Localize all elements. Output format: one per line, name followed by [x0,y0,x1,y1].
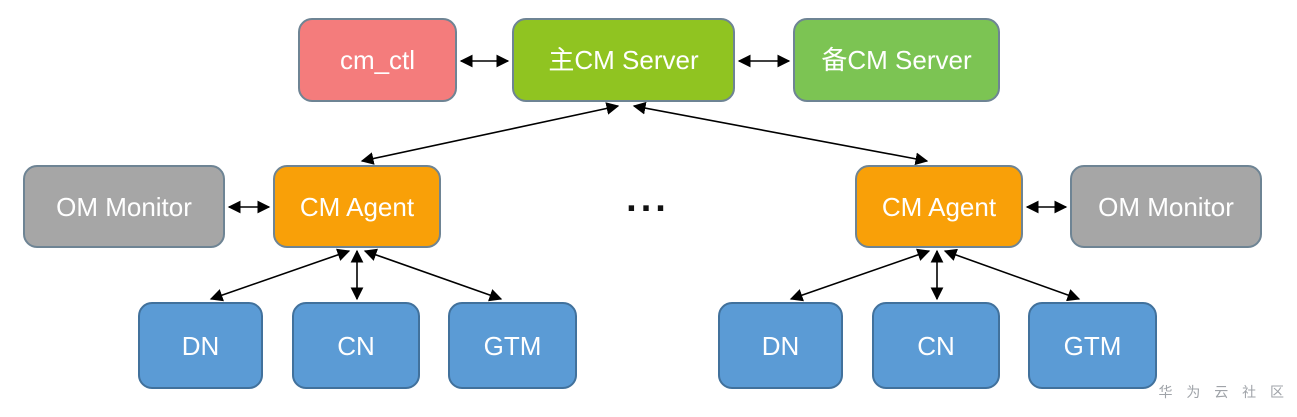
node-om-monitor-right-label: OM Monitor [1098,191,1234,222]
node-cm-ctl: cm_ctl [298,18,457,102]
arrow-agentright-gtm [943,248,1081,302]
node-cm-server-standby: 备CM Server [793,18,1000,102]
arrow-agentright-dn [789,248,931,302]
arrow-agentleft-dn [209,248,351,302]
node-cm-server-primary: 主CM Server [512,18,735,102]
arrow-agentleft-gtm [363,248,503,302]
node-om-monitor-left-label: OM Monitor [56,191,192,222]
node-cm-agent-right: CM Agent [855,165,1023,248]
node-gtm-right: GTM [1028,302,1157,389]
node-cn-right: CN [872,302,1000,389]
node-gtm-left: GTM [448,302,577,389]
node-cm-server-standby-label: 备CM Server [821,45,972,75]
node-cn-right-label: CN [917,330,955,361]
node-cn-left: CN [292,302,420,389]
node-om-monitor-left: OM Monitor [23,165,225,248]
node-cn-left-label: CN [337,330,375,361]
node-om-monitor-right: OM Monitor [1070,165,1262,248]
ellipsis-more-nodes: ... [626,178,670,220]
arrow-cmserver-agent-right [632,101,929,166]
arrow-cmserver-agent-left [360,102,620,165]
huawei-cloud-community-watermark: 华 为 云 社 区 [1158,384,1289,400]
node-cm-ctl-label: cm_ctl [339,45,416,75]
node-cm-agent-left: CM Agent [273,165,441,248]
node-dn-left: DN [138,302,263,389]
node-dn-left-label: DN [181,330,220,361]
node-cm-server-primary-label: 主CM Server [548,45,699,75]
node-dn-right: DN [718,302,843,389]
node-gtm-left-label: GTM [483,330,542,361]
node-gtm-right-label: GTM [1063,330,1122,361]
node-cm-agent-right-label: CM Agent [881,191,997,222]
node-cm-agent-left-label: CM Agent [299,191,415,222]
node-dn-right-label: DN [761,330,800,361]
